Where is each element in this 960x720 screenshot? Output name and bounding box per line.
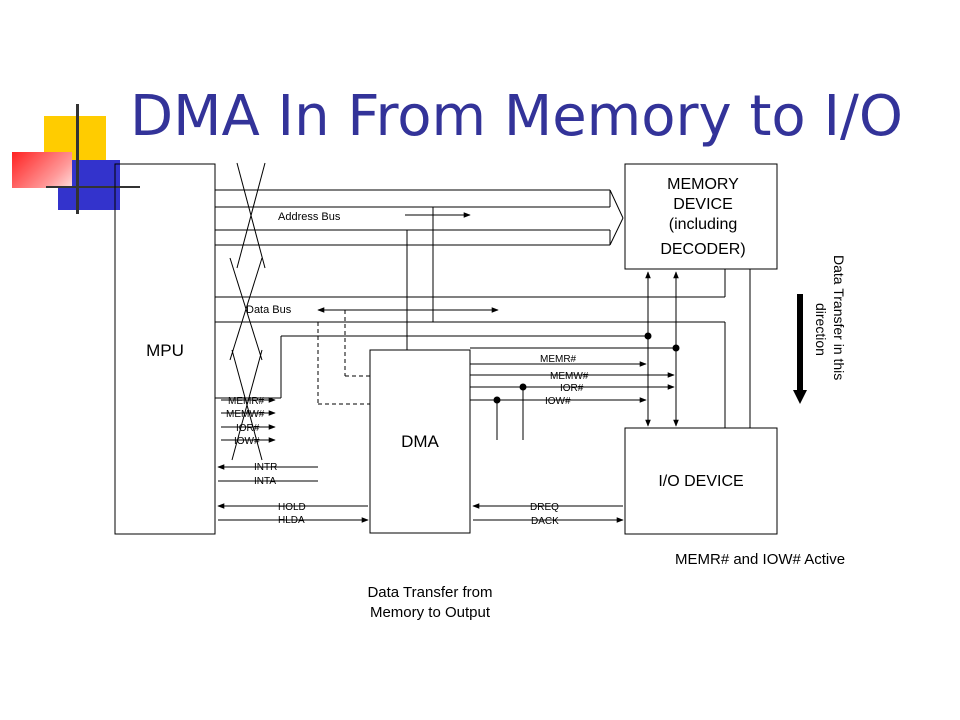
data-bus-label: Data Bus [246, 304, 292, 316]
mpu-label: MPU [146, 341, 184, 360]
direction-note-line-2: direction [813, 303, 829, 356]
x-cross-marks [229, 162, 266, 461]
mpu-signal-memw: MEMW# [226, 409, 265, 420]
address-bus-label: Address Bus [278, 211, 341, 223]
mpu-block [114, 163, 216, 535]
dma-signal-memw: MEMW# [550, 371, 589, 382]
mpu-signal-iow: IOW# [234, 436, 260, 447]
dma-block [369, 349, 471, 534]
io-label: I/O DEVICE [658, 473, 743, 490]
io-block [624, 427, 778, 535]
mpu-signal-intr: INTR [254, 462, 277, 473]
memory-block [624, 163, 778, 270]
memory-label-2: DEVICE [673, 196, 733, 213]
mpu-signal-inta: INTA [254, 476, 276, 487]
caption-line-1: Data Transfer from [367, 584, 492, 601]
dma-signal-dack: DACK [531, 516, 559, 527]
memory-label-1: MEMORY [667, 176, 739, 193]
direction-note: Data Transfer in this direction [813, 255, 847, 380]
caption-line-2: Memory to Output [370, 604, 491, 621]
deco-vertical-line [76, 104, 79, 214]
dma-signal-ior: IOR# [560, 383, 584, 394]
deco-red-square [12, 152, 72, 188]
junction-dots [493, 332, 680, 404]
mpu-signal-hlda: HLDA [278, 515, 305, 526]
mpu-signal-memr: MEMR# [228, 396, 265, 407]
deco-horizontal-line [46, 186, 140, 188]
memory-label-3: (including [669, 216, 737, 233]
direction-note-line-1: Data Transfer in this [831, 255, 847, 380]
dma-signal-iow: IOW# [545, 396, 571, 407]
active-signals-note: MEMR# and IOW# Active [675, 551, 845, 568]
page-title: DMA In From Memory to I/O [130, 84, 903, 149]
dma-signal-memr: MEMR# [540, 354, 577, 365]
direction-arrow [793, 294, 807, 404]
mpu-signal-ior: IOR# [236, 423, 260, 434]
address-bus [215, 189, 624, 350]
memory-label-4: DECODER) [660, 241, 745, 258]
dma-signal-dreq: DREQ [530, 502, 559, 513]
mpu-signal-hold: HOLD [278, 502, 306, 513]
dma-label: DMA [401, 432, 439, 451]
